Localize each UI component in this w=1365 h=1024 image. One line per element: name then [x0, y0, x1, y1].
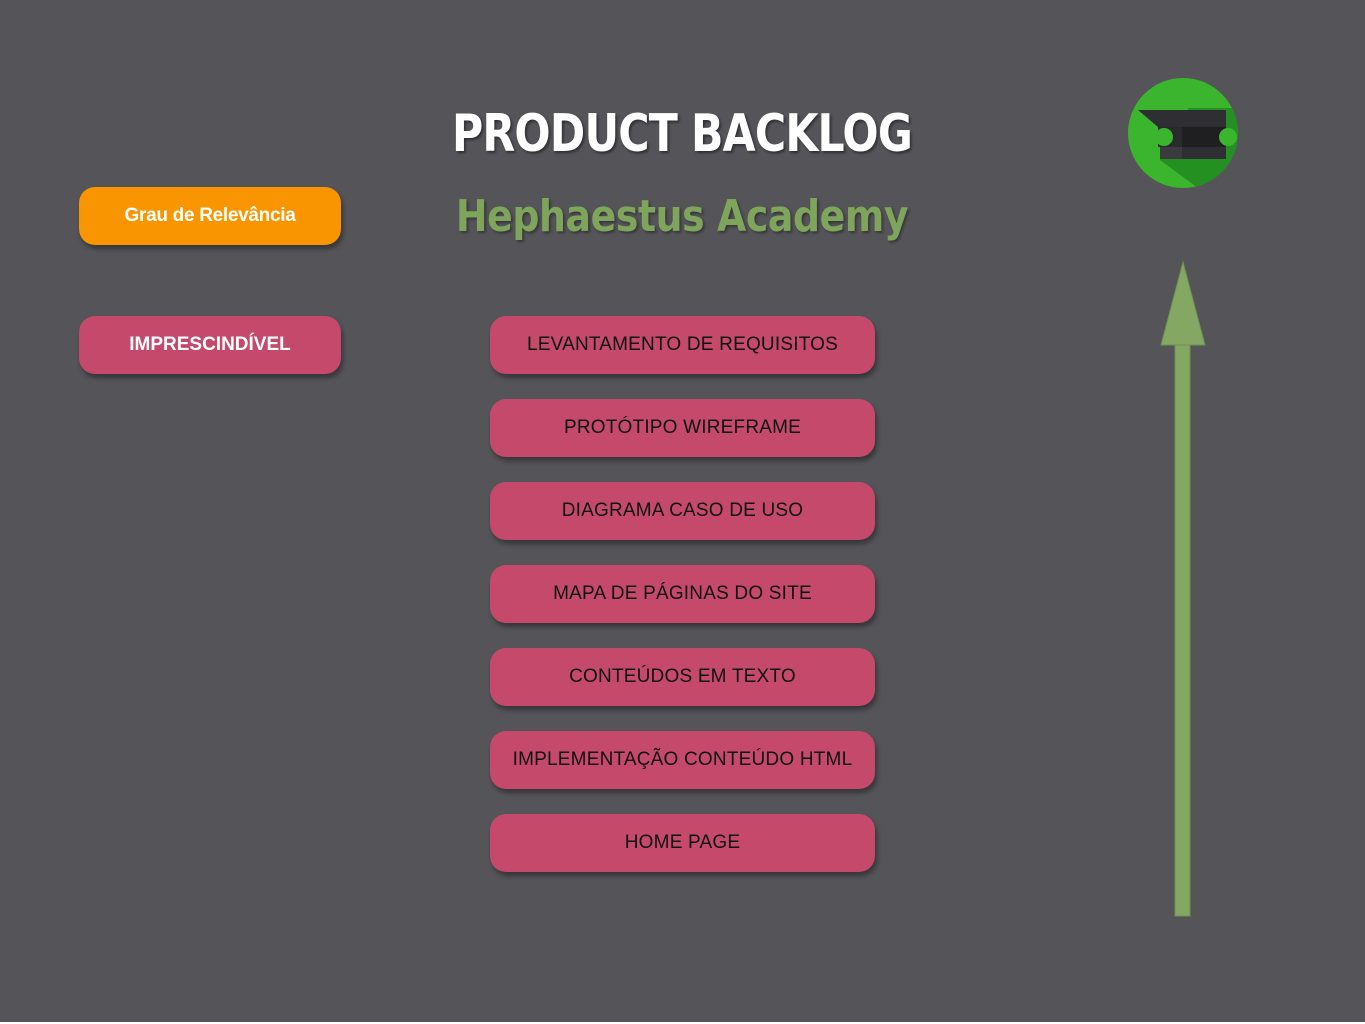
backlog-item: PROTÓTIPO WIREFRAME [490, 399, 875, 457]
anvil-logo-icon [1128, 78, 1238, 188]
arrow-up-icon [1160, 260, 1206, 917]
backlog-item: MAPA DE PÁGINAS DO SITE [490, 565, 875, 623]
backlog-item: DIAGRAMA CASO DE USO [490, 482, 875, 540]
page-subtitle: Hephaestus Academy [455, 191, 909, 242]
backlog-item: LEVANTAMENTO DE REQUISITOS [490, 316, 875, 374]
relevance-label: Grau de Relevância [79, 187, 341, 245]
priority-level-badge: IMPRESCINDÍVEL [79, 316, 341, 374]
backlog-item: CONTEÚDOS EM TEXTO [490, 648, 875, 706]
backlog-item: HOME PAGE [490, 814, 875, 872]
backlog-item: IMPLEMENTAÇÃO CONTEÚDO HTML [490, 731, 875, 789]
page-title: PRODUCT BACKLOG [451, 104, 913, 164]
